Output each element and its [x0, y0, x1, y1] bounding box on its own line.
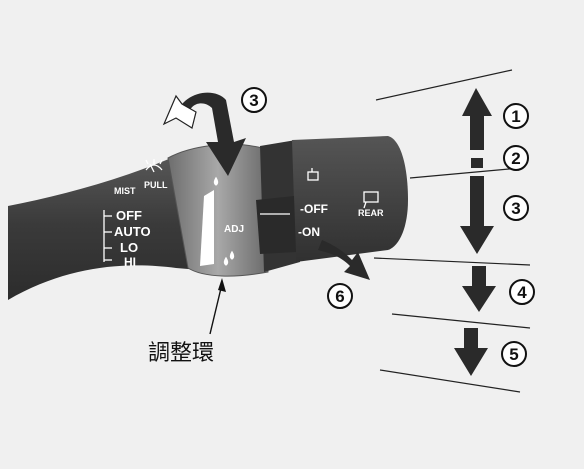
- down-arrow-4-icon: [462, 266, 496, 312]
- rain-drop-icon: [213, 176, 235, 266]
- callout-1: 1: [503, 103, 529, 129]
- adj-indicator-wedge: [200, 190, 214, 266]
- leader-arrowhead-icon: [218, 278, 226, 292]
- hi-label: HI: [124, 255, 136, 269]
- direction-arrows: [318, 88, 496, 376]
- callout-4: 4: [509, 279, 535, 305]
- callout-5: 5: [501, 341, 527, 367]
- auto-label: AUTO: [114, 224, 151, 239]
- guide-line-lowest: [391, 313, 531, 329]
- rear-label: REAR: [358, 208, 384, 218]
- wiper-wash-icon: [145, 159, 163, 173]
- guide-lines: [373, 69, 531, 393]
- center-marker: [471, 158, 483, 168]
- callout-2: 2: [503, 145, 529, 171]
- svg-text:4: 4: [517, 283, 527, 302]
- svg-text:3: 3: [249, 91, 258, 110]
- rotate-up-arrow-icon: [162, 94, 197, 129]
- callout-3-ring: 3: [241, 87, 267, 113]
- off-label: OFF: [116, 208, 142, 223]
- guide-line-top: [375, 69, 513, 101]
- adjustment-ring: [167, 143, 269, 277]
- svg-text:1: 1: [511, 107, 520, 126]
- guide-line-bottom: [379, 369, 521, 393]
- lo-label: LO: [120, 240, 138, 255]
- rear-washer-icon: [307, 168, 319, 181]
- svg-text:2: 2: [511, 149, 520, 168]
- rear-on-label: -ON: [298, 225, 320, 239]
- rear-wiper-icon: [363, 191, 379, 209]
- rear-off-label: -OFF: [300, 202, 328, 216]
- svg-text:5: 5: [509, 345, 518, 364]
- ring-rotation-arrow: [162, 92, 246, 176]
- guide-line-lower: [373, 257, 531, 266]
- svg-text:3: 3: [511, 199, 520, 218]
- lever-tip: [292, 136, 408, 262]
- svg-text:6: 6: [335, 287, 344, 306]
- guide-line-middle: [409, 167, 521, 179]
- pull-arrow-icon: [318, 240, 370, 280]
- lever-icons: [103, 159, 379, 266]
- caption-leader: [209, 278, 226, 335]
- adj-label: ADJ: [224, 224, 244, 235]
- down-arrow-icon: [460, 176, 494, 254]
- lever-labels: MIST PULL OFF AUTO LO HI ADJ -OFF -ON RE…: [114, 180, 384, 269]
- callout-3: 3: [503, 195, 529, 221]
- adjustment-ring-caption: 調整環: [148, 341, 214, 366]
- speed-scale-icon: [103, 210, 112, 262]
- tip-panel: [256, 196, 296, 254]
- down-arrow-5-icon: [454, 328, 488, 376]
- pull-label: PULL: [144, 180, 168, 190]
- rotate-down-arrow-icon: [176, 92, 246, 176]
- callout-6: 6: [327, 283, 353, 309]
- callouts: 3 1 2 3 4 5 6: [241, 87, 535, 367]
- mist-label: MIST: [114, 186, 136, 196]
- up-arrow-icon: [462, 88, 492, 150]
- wiper-lever: [8, 136, 408, 300]
